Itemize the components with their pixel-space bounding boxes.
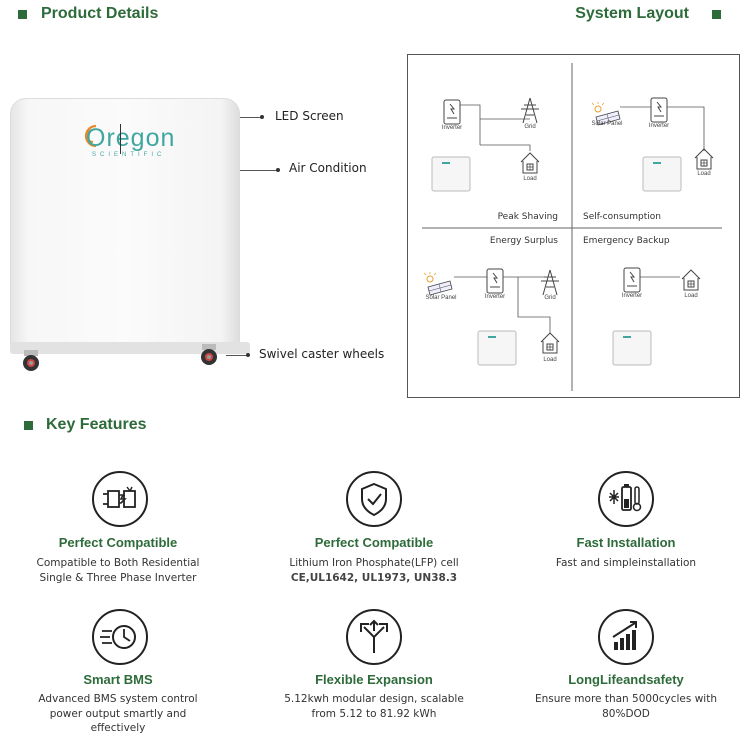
callout-dot	[276, 168, 280, 172]
shield-check-icon	[346, 471, 402, 527]
callout-line	[240, 117, 262, 118]
brand-logo-text: Oregon	[86, 124, 176, 152]
callout-line	[240, 170, 278, 171]
split-arrows-icon	[346, 609, 402, 665]
feature-desc: Lithium Iron Phosphate(LFP) cell CE,UL16…	[289, 557, 459, 584]
feature-title: Fast Installation	[576, 535, 676, 550]
system-layout-diagram: Inverter Grid Load Solar Panel Inverter …	[407, 54, 740, 398]
battery-cabinet	[10, 98, 240, 350]
label-solar-panel: Solar Panel	[425, 295, 457, 301]
key-features-title: Key Features	[46, 416, 147, 433]
scenario-self-consumption: Self-consumption	[583, 212, 661, 222]
feature-desc: Compatible to Both Residential Single & …	[36, 557, 200, 584]
caster-wheel-left	[18, 350, 44, 372]
label-inverter: Inverter	[484, 294, 506, 300]
cabinet-base	[10, 342, 250, 354]
callout-dot	[260, 115, 264, 119]
label-inverter: Inverter	[621, 293, 643, 299]
callout-line	[226, 355, 248, 356]
feature-desc: 5.12kwh modular design, scalable from 5.…	[284, 693, 464, 720]
brand-logo-mark	[82, 122, 102, 150]
scenario-emergency-backup: Emergency Backup	[583, 236, 670, 246]
led-screen-marker	[120, 124, 121, 154]
feature-title: Flexible Expansion	[315, 672, 433, 687]
label-grid: Grid	[524, 124, 536, 130]
gauge-timer-icon	[92, 609, 148, 665]
feature-title: Perfect Compatible	[58, 535, 178, 550]
label-inverter: Inverter	[441, 125, 463, 131]
callout-swivel-wheels: Swivel caster wheels	[259, 347, 385, 361]
section-marker	[24, 421, 33, 430]
battery-temperature-icon	[598, 471, 654, 527]
label-grid: Grid	[544, 295, 556, 301]
callout-dot	[246, 353, 250, 357]
plug-compat-icon	[92, 471, 148, 527]
label-load: Load	[697, 171, 711, 177]
feature-desc: Fast and simpleinstallation	[555, 557, 697, 569]
system-layout-title: System Layout	[575, 5, 689, 22]
section-marker	[712, 10, 721, 19]
callout-air-condition: Air Condition	[289, 161, 367, 175]
scenario-peak-shaving: Peak Shaving	[497, 212, 558, 222]
feature-title: Smart BMS	[83, 672, 153, 687]
callout-led-screen: LED Screen	[275, 109, 344, 123]
label-load: Load	[523, 176, 537, 182]
product-details-title: Product Details	[41, 5, 159, 22]
scenario-energy-surplus: Energy Surplus	[489, 236, 558, 246]
label-load: Load	[543, 357, 557, 363]
caster-wheel-right	[196, 344, 222, 366]
growth-bars-icon	[598, 609, 654, 665]
feature-title: Perfect Compatible	[314, 535, 434, 550]
label-solar-panel: Solar Panel	[591, 121, 623, 127]
brand-logo-subtext: SCIENTIFIC	[92, 152, 166, 158]
label-inverter: Inverter	[648, 123, 670, 129]
feature-desc: Advanced BMS system control power output…	[38, 693, 198, 734]
section-marker	[18, 10, 27, 19]
feature-desc: Ensure more than 5000cycles with 80%DOD	[535, 693, 717, 720]
feature-title: LongLifeandsafety	[568, 672, 684, 687]
label-load: Load	[684, 293, 698, 299]
